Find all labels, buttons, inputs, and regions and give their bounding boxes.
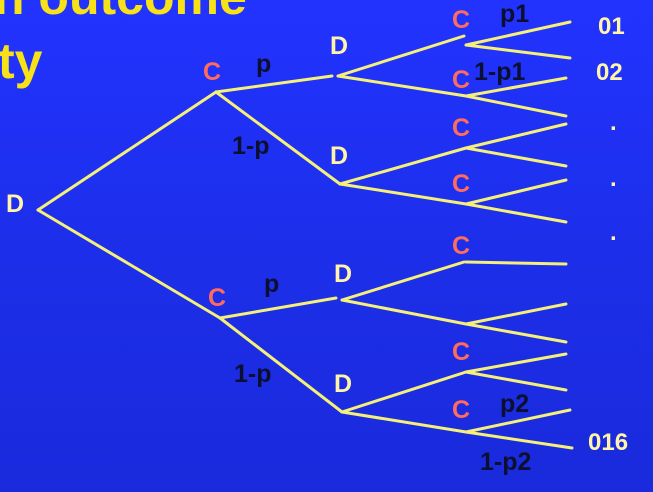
chance-node-4: C [452,170,470,198]
decision-node-3: D [334,260,352,288]
prob-bottom-p: p [264,270,279,298]
edge-root-top [36,90,218,212]
edge-bottom-q [218,316,344,414]
edge-c6-lower [464,352,568,374]
edge-c4-lower [464,202,568,224]
edge-c8-lower [464,430,574,450]
prob-p2: p2 [500,390,529,418]
edge-c3-upper [464,122,568,150]
outcome-ellipsis-1: . [610,109,617,136]
edge-d2-lower [338,182,468,206]
outcome-labels: 01 02 . . . 016 [588,13,628,456]
outcome-01: 01 [598,13,625,40]
edge-root-bottom [36,208,222,320]
outcome-02: 02 [596,59,623,86]
prob-top-p: p [256,50,271,78]
chance-node-5: C [452,232,470,260]
chance-node-top: C [203,58,221,86]
decision-node-1: D [330,32,348,60]
edge-c2-upper [464,76,568,98]
chance-node-3: C [452,114,470,142]
edge-top-q [214,90,342,186]
edge-d4-lower [340,410,468,434]
edge-d1-upper [336,34,466,78]
edge-d4-upper [340,370,468,414]
root-decision-node: D [6,190,24,218]
edge-c5-lower [464,302,568,326]
prob-top-q: 1-p [232,132,270,160]
chance-node-bottom: C [208,284,226,312]
title-text: n outcome ty [0,0,247,89]
decision-node-4: D [334,370,352,398]
chance-node-2: C [452,66,470,94]
edge-c4-upper [464,178,568,206]
edge-c1-upper [464,20,572,47]
outcome-ellipsis-3: . [610,219,617,246]
edge-c5-upper [464,260,568,266]
edge-d3-upper [340,260,466,302]
tree-edges [36,20,574,450]
chance-node-1: C [452,6,470,34]
edge-c7-upper [464,370,568,392]
title-line-1: n outcome [0,0,247,25]
edge-c1-lower [464,43,572,60]
chance-node-6: C [452,338,470,366]
outcome-ellipsis-2: . [610,165,617,192]
title-line-2: ty [0,33,43,89]
edge-d3-lower [340,298,468,326]
prob-bottom-q: 1-p [234,360,272,388]
chance-node-7: C [452,396,470,424]
probability-labels: p 1-p p 1-p p1 1-p1 p2 1-p2 [232,0,531,476]
edge-top-p [214,74,334,94]
edge-c6-upper [464,322,568,344]
edge-bottom-p [218,296,338,320]
prob-q1: 1-p1 [474,58,526,86]
decision-nodes: D D D D D [6,32,352,398]
chance-nodes: C C C C C C C C C [203,6,470,424]
decision-node-2: D [330,142,348,170]
edge-d2-upper [338,146,468,186]
outcome-016: 016 [588,429,628,456]
edge-c3-lower [464,146,568,168]
prob-q2: 1-p2 [480,448,531,476]
edge-c2-lower [464,94,568,118]
edge-d1-lower [336,74,468,98]
edge-c7-lower [464,408,572,434]
prob-p1: p1 [500,0,529,28]
